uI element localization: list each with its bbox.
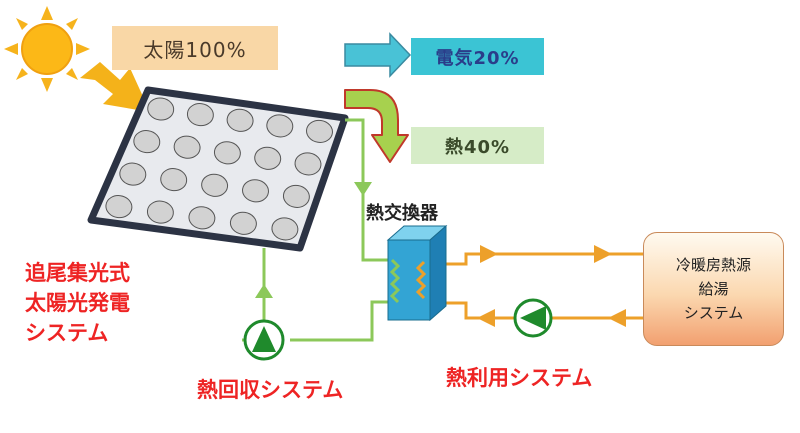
panel-cell [201,173,229,197]
panel-cell [133,130,161,154]
tracking-pv-line: 太陽光発電 [25,291,130,315]
tracking-pv-line: システム [25,321,109,345]
panel-cell [186,103,214,127]
panel-cell [119,162,147,186]
recovery-flow-arrow-icon [255,284,273,298]
panel-cell [146,200,174,224]
hvac-line: 給湯 [698,280,729,298]
panel-cell [254,146,282,170]
panel-cell [229,211,257,235]
heat-utilization-title: 熱利用システム [446,366,593,390]
heat-exchanger-label: 熱交換器 [366,203,438,224]
utilization-loop [436,252,643,320]
heat-exchanger-icon [386,224,448,322]
sun-input-label: 太陽100% [112,26,278,70]
hvac-line: システム [683,304,744,322]
tracking-pv-line: 追尾集光式 [25,261,130,285]
heat-recovery-title: 熱回収システム [197,378,344,402]
panel-cell [105,195,133,219]
panel-cell [147,97,175,121]
tracking-pv-title: 追尾集光式 太陽光発電 システム [25,258,130,348]
utilization-flow-arrow-icon [608,309,626,327]
panel-cell [294,152,322,176]
electricity-arrow-icon [344,32,412,78]
panel-cell [160,168,188,192]
utilization-flow-arrow-icon [594,245,612,263]
panel-cell [213,141,241,165]
sun-icon [4,6,90,92]
panel-cell [282,184,310,208]
sunlight-arrow-icon [80,62,150,112]
panel-cell [226,108,254,132]
hvac-system-box: 冷暖房熱源 給湯 システム [643,232,784,346]
panel-cell [188,206,216,230]
panel-cell [266,114,294,138]
recovery-flow-arrow-icon [354,182,372,196]
panel-cell [271,217,299,241]
heat-arrow-icon [344,89,409,163]
electricity-output-label: 電気20% [411,38,544,75]
panel-cell [242,179,269,203]
hvac-line: 冷暖房熱源 [675,256,751,274]
pump-icon [513,298,553,338]
pump-icon [243,319,285,361]
solar-panel-icon [87,86,349,252]
utilization-flow-arrow-icon [480,245,498,263]
utilization-flow-arrow-icon [477,309,495,327]
panel-cell [173,135,201,159]
panel-cell [306,119,333,143]
heat-output-label: 熱40% [411,127,544,164]
